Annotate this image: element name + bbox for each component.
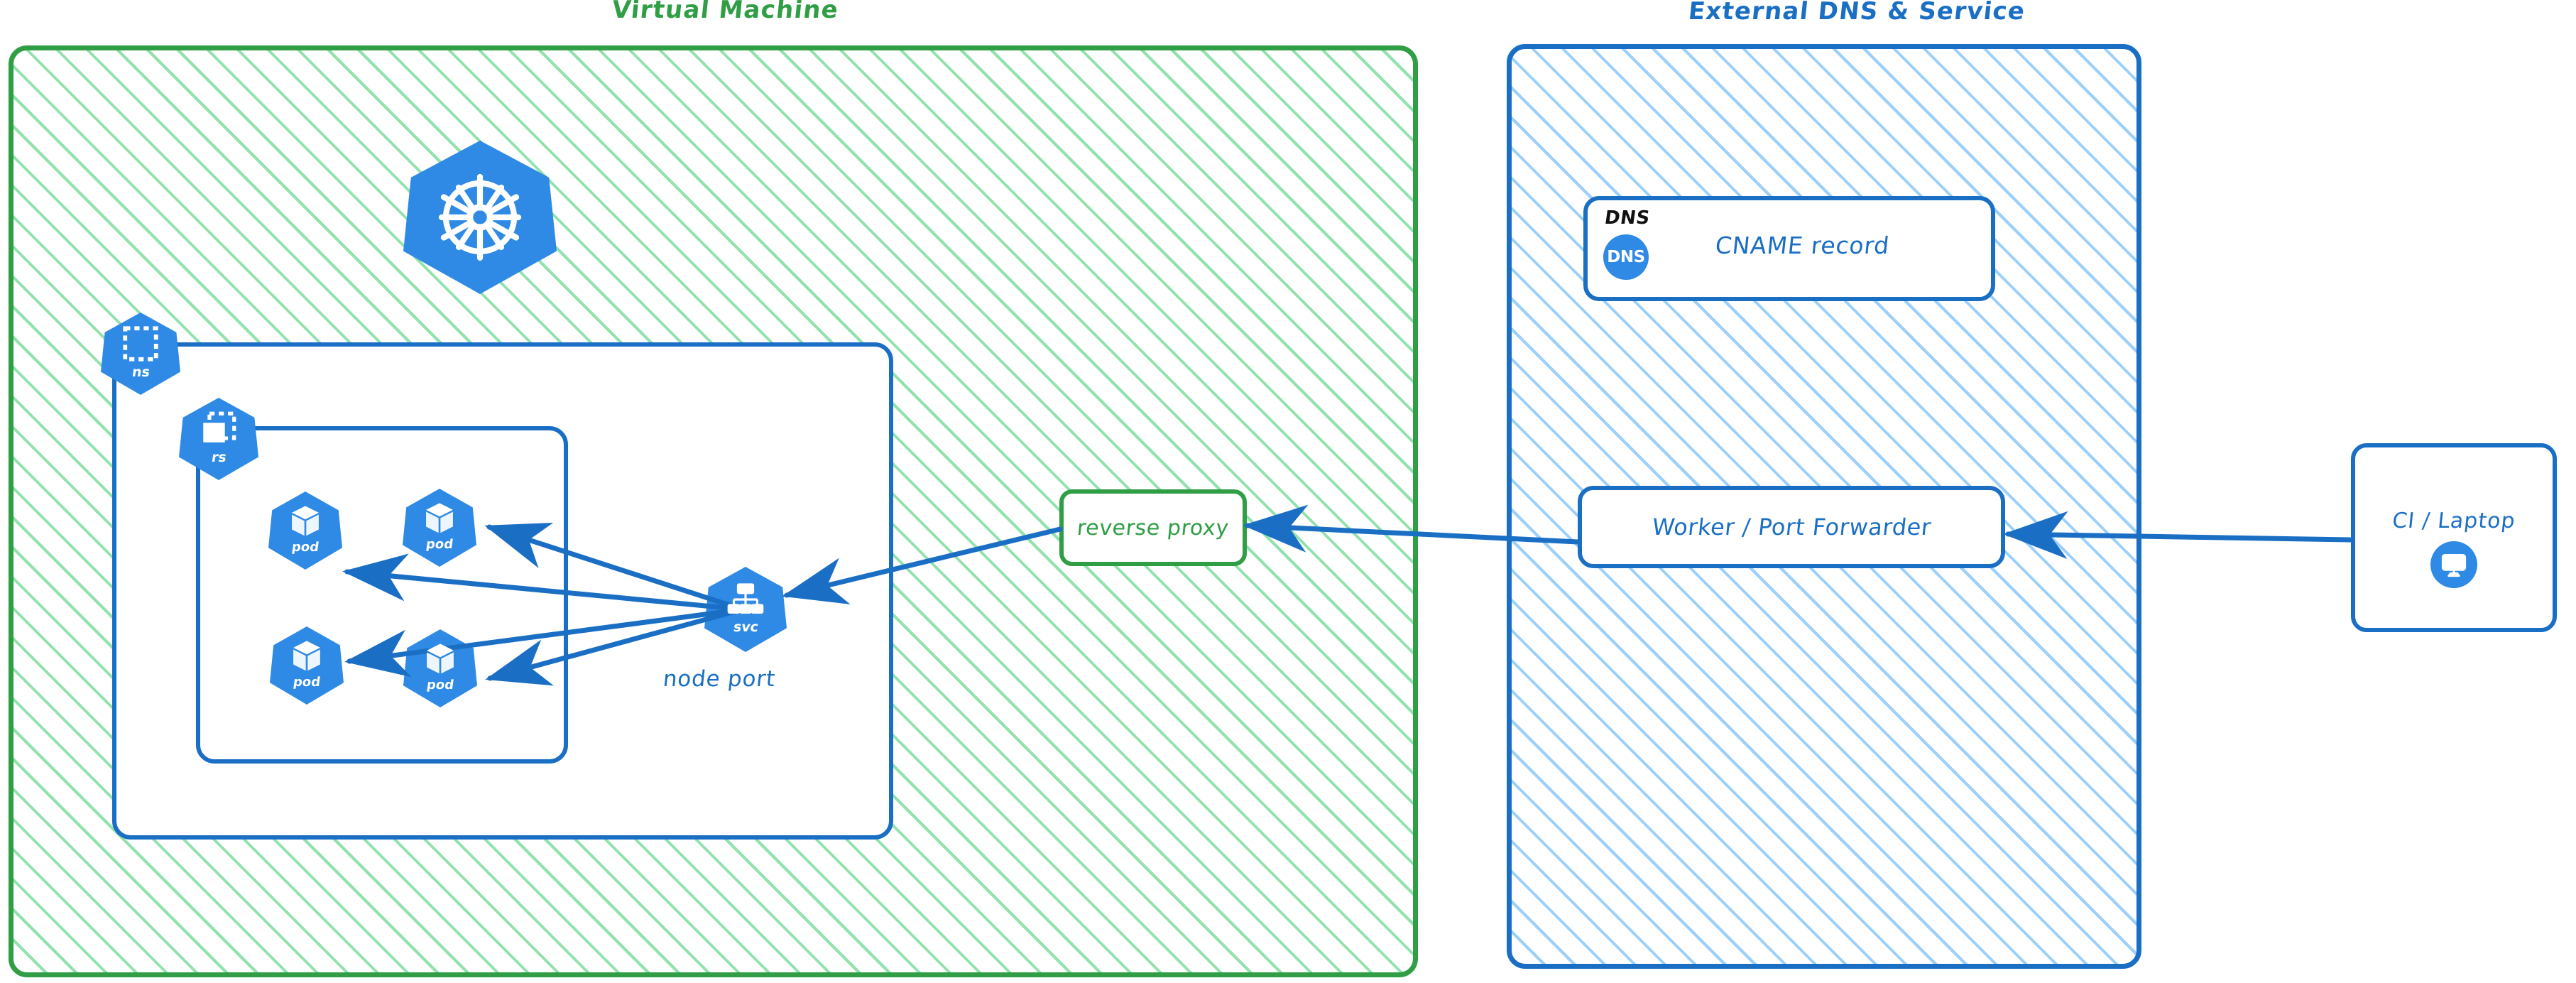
pod-1: pod — [268, 492, 342, 570]
dns-circle-icon: DNS — [1603, 234, 1649, 280]
reverse-proxy-box[interactable]: reverse proxy — [1059, 489, 1247, 566]
ci-laptop-label: CI / Laptop — [2391, 509, 2517, 533]
pod-label: pod — [425, 536, 454, 552]
pod-cube-icon — [288, 637, 326, 675]
desktop-monitor-icon — [2430, 541, 2477, 588]
pod-label: pod — [290, 539, 320, 555]
node-port-caption: node port — [662, 666, 777, 692]
namespace-dashed-square-icon — [120, 323, 161, 364]
reverse-proxy-label: reverse proxy — [1076, 515, 1230, 541]
dns-tag-label: DNS — [1603, 207, 1652, 229]
service-badge: svc — [704, 567, 787, 652]
kubernetes-helm-icon — [427, 164, 533, 271]
worker-label: Worker / Port Forwarder — [1650, 514, 1933, 541]
kubernetes-logo-icon — [403, 141, 557, 294]
pod-cube-icon — [421, 640, 459, 678]
dns-badge-label: DNS — [1607, 248, 1645, 266]
pod-cube-icon — [420, 499, 459, 538]
ci-laptop-box[interactable]: CI / Laptop — [2351, 443, 2557, 632]
pod-3: pod — [270, 626, 344, 705]
external-panel-title: External DNS & Service — [1686, 0, 2027, 26]
pod-cube-icon — [286, 502, 324, 541]
namespace-label: ns — [131, 364, 151, 380]
pod-2: pod — [403, 489, 476, 567]
vm-panel-title: Virtual Machine — [610, 0, 841, 24]
service-tree-icon — [725, 579, 766, 620]
replicaset-badge: rs — [179, 398, 258, 480]
worker-port-forwarder-box[interactable]: Worker / Port Forwarder — [1578, 486, 2005, 568]
pod-4: pod — [403, 629, 477, 707]
pod-label: pod — [425, 677, 455, 693]
pod-label: pod — [292, 674, 322, 690]
replicaset-stacked-square-icon — [198, 408, 239, 450]
cname-record-box[interactable]: DNS DNS CNAME record — [1583, 196, 1995, 301]
replicaset-label: rs — [210, 449, 227, 465]
cname-record-label: CNAME record — [1713, 232, 1892, 259]
namespace-badge: ns — [101, 313, 180, 395]
service-label: svc — [732, 619, 760, 635]
